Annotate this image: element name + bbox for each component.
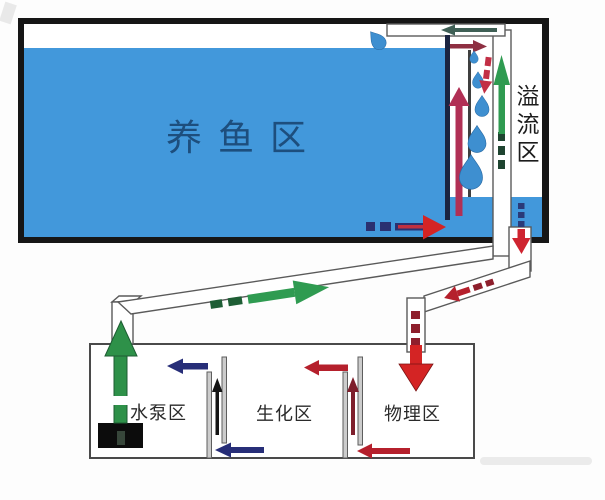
overflow-area-label: 溢流区 [513, 84, 539, 168]
drain-down-arrow [398, 311, 434, 392]
inlet-splash-drop [370, 31, 387, 51]
scan-artifact-bottom [480, 457, 592, 465]
fish-tank-water [24, 48, 445, 237]
return-pipe-incline [116, 245, 494, 315]
drain-incline-arrow [444, 278, 495, 302]
return-outflow-arrow [441, 24, 497, 36]
weir-wall [445, 35, 450, 220]
physical-area-label: 物理区 [384, 404, 441, 424]
overflow-spill-arrow [450, 40, 487, 53]
overflow-inner-wall [468, 50, 471, 197]
fish-area-label: 养鱼区 [166, 117, 323, 158]
weir-rise-arrow [448, 87, 470, 216]
bio-to-pump-arrows [167, 358, 264, 458]
pump-detail [117, 431, 125, 445]
pump-output-arrow [104, 319, 138, 424]
return-riser-arrow [493, 55, 510, 169]
falling-drops [459, 50, 490, 190]
return-incline-arrow [209, 280, 330, 309]
tank-outflow-arrow [366, 215, 446, 240]
pump-area-label: 水泵区 [130, 403, 187, 423]
bio-area-label: 生化区 [256, 404, 313, 424]
overflow-fall-arrow [479, 56, 493, 94]
sump-baffles [206, 356, 363, 459]
overflow-drain-arrow [512, 203, 531, 254]
bio-baffle-rise-arrow [347, 377, 359, 435]
pump-baffle-rise-arrow [212, 378, 223, 435]
physical-to-bio-arrows [304, 360, 410, 459]
